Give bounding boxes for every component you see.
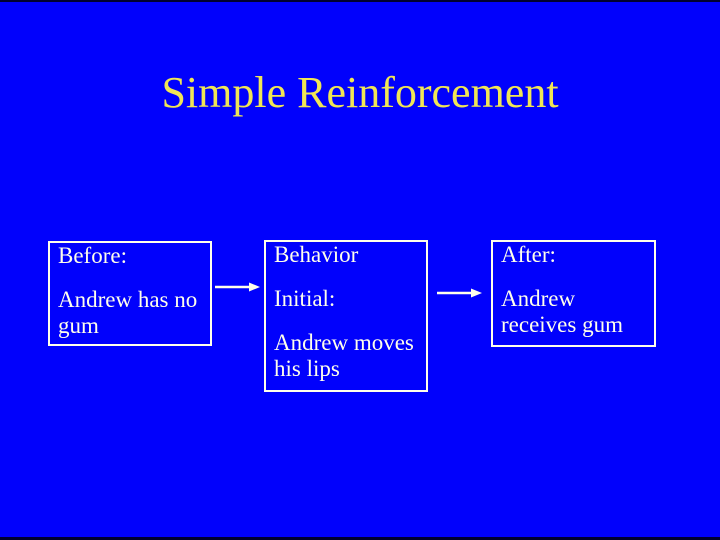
- behavior-box-body: Andrew moves his lips: [274, 330, 414, 381]
- behavior-box-sublabel: Initial:: [274, 286, 336, 311]
- before-box-label: Before:: [58, 243, 127, 268]
- top-edge-strip: [0, 0, 720, 2]
- bottom-edge-strip: [0, 537, 720, 540]
- arrow-before-to-behavior-icon: [215, 282, 260, 292]
- after-box-body: Andrew receives gum: [501, 286, 623, 337]
- after-box-label: After:: [501, 242, 556, 267]
- after-box: After: Andrew receives gum: [491, 240, 656, 347]
- behavior-box-label: Behavior: [274, 242, 359, 267]
- before-box: Before: Andrew has no gum: [48, 241, 212, 346]
- arrow-behavior-to-after-icon: [437, 288, 482, 298]
- behavior-box: Behavior Initial: Andrew moves his lips: [264, 240, 428, 392]
- before-box-body: Andrew has no gum: [58, 287, 198, 338]
- slide-title: Simple Reinforcement: [161, 68, 559, 117]
